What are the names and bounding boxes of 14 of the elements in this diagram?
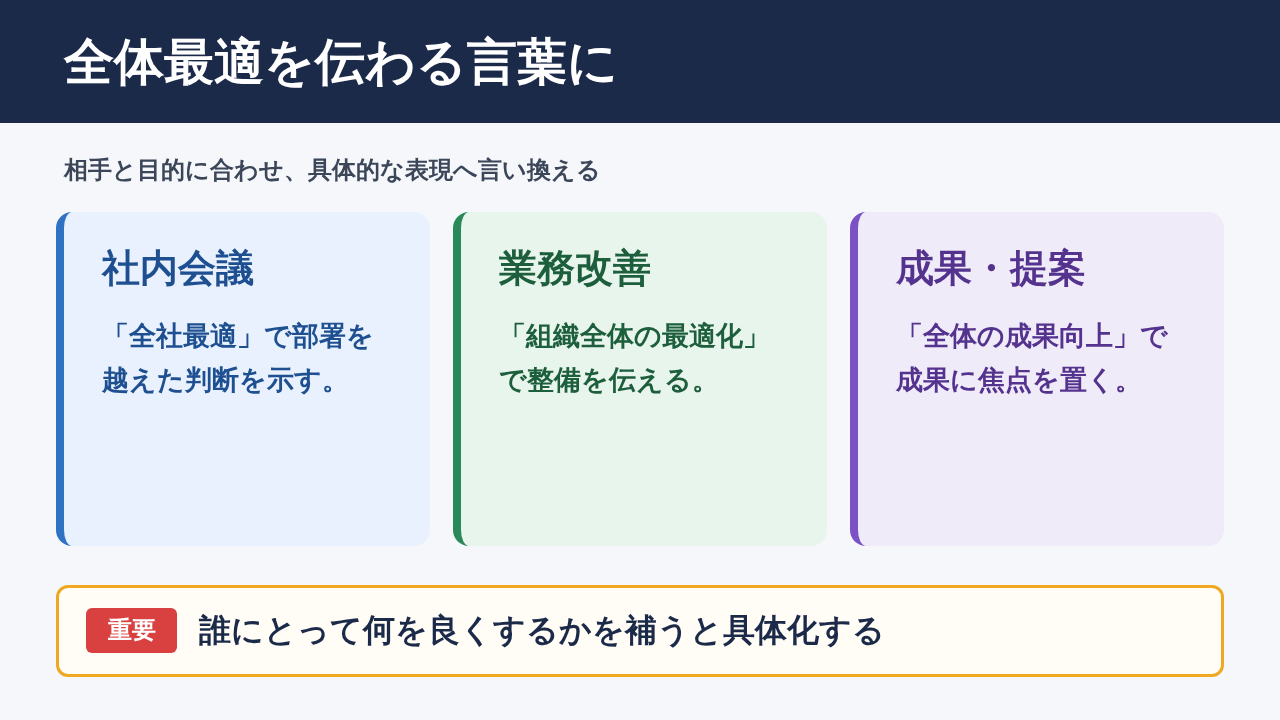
topic-card	[56, 212, 430, 546]
note-box	[56, 585, 1224, 677]
card-heading: 成果・提案	[896, 245, 1087, 292]
card-text: 「組織全体の最適化」で整備を伝える。	[499, 319, 771, 397]
card-heading: 業務改善	[499, 245, 652, 292]
slide-title: 全体最適を伝わる言葉に	[64, 32, 618, 93]
card-text: 「全体の成果向上」で成果に焦点を置く。	[896, 319, 1169, 397]
note-text: 誰にとって何を良くするかを補うと具体化する	[199, 610, 885, 651]
card-text: 「全社最適」で部署を越えた判断を示す。	[102, 319, 375, 397]
badge: 重要	[86, 608, 177, 653]
topic-card	[453, 212, 827, 546]
subtitle: 相手と目的に合わせ、具体的な表現へ言い換える	[64, 155, 601, 186]
card-heading: 社内会議	[102, 245, 255, 292]
topic-card	[850, 212, 1224, 546]
